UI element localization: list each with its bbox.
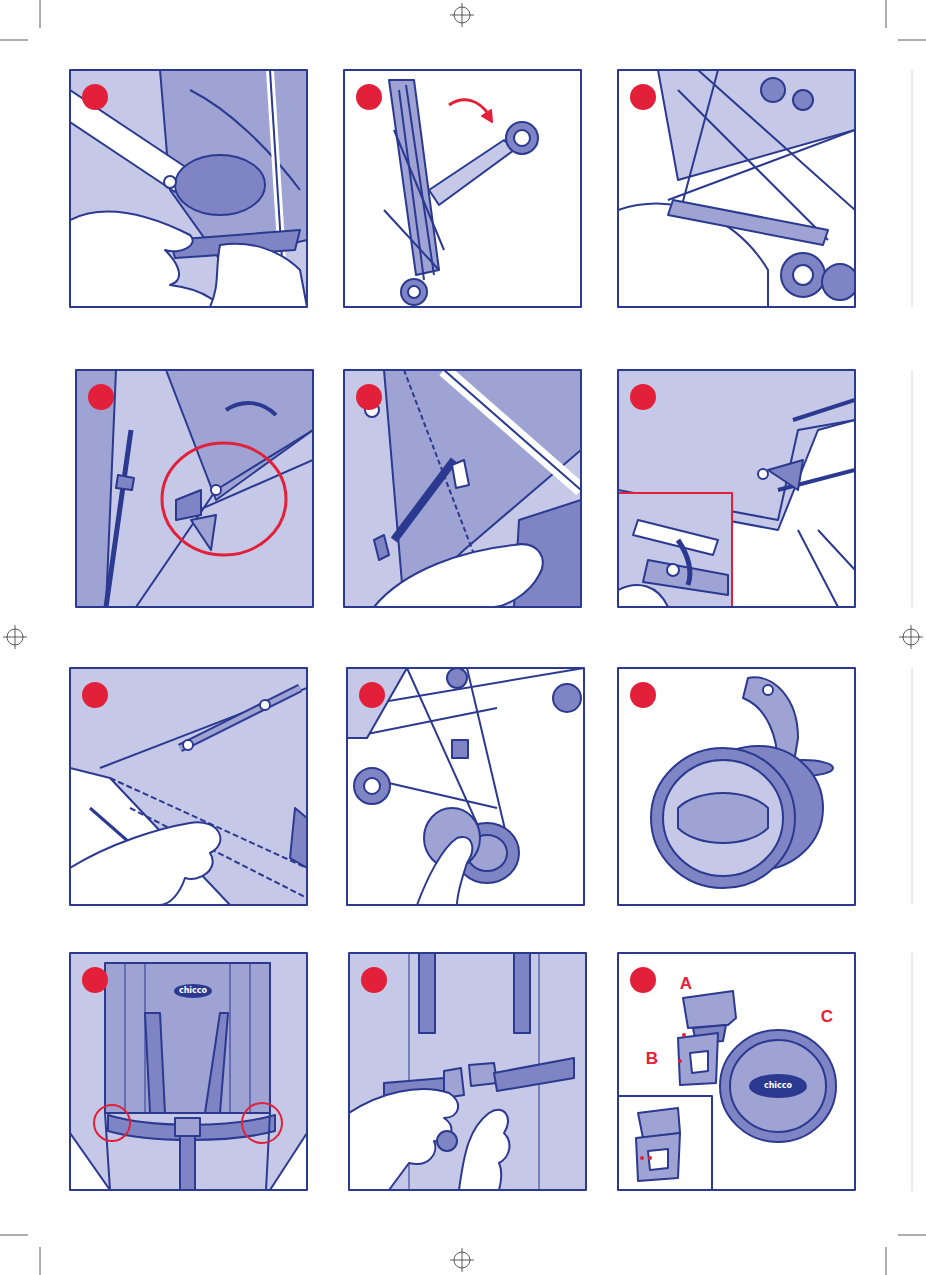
part-letter: C <box>821 1008 833 1025</box>
part-letter: B <box>646 1050 658 1067</box>
brand-logo: chicco <box>764 1082 792 1090</box>
brand-logo: chicco <box>179 987 207 995</box>
part-letter: A <box>680 975 692 992</box>
